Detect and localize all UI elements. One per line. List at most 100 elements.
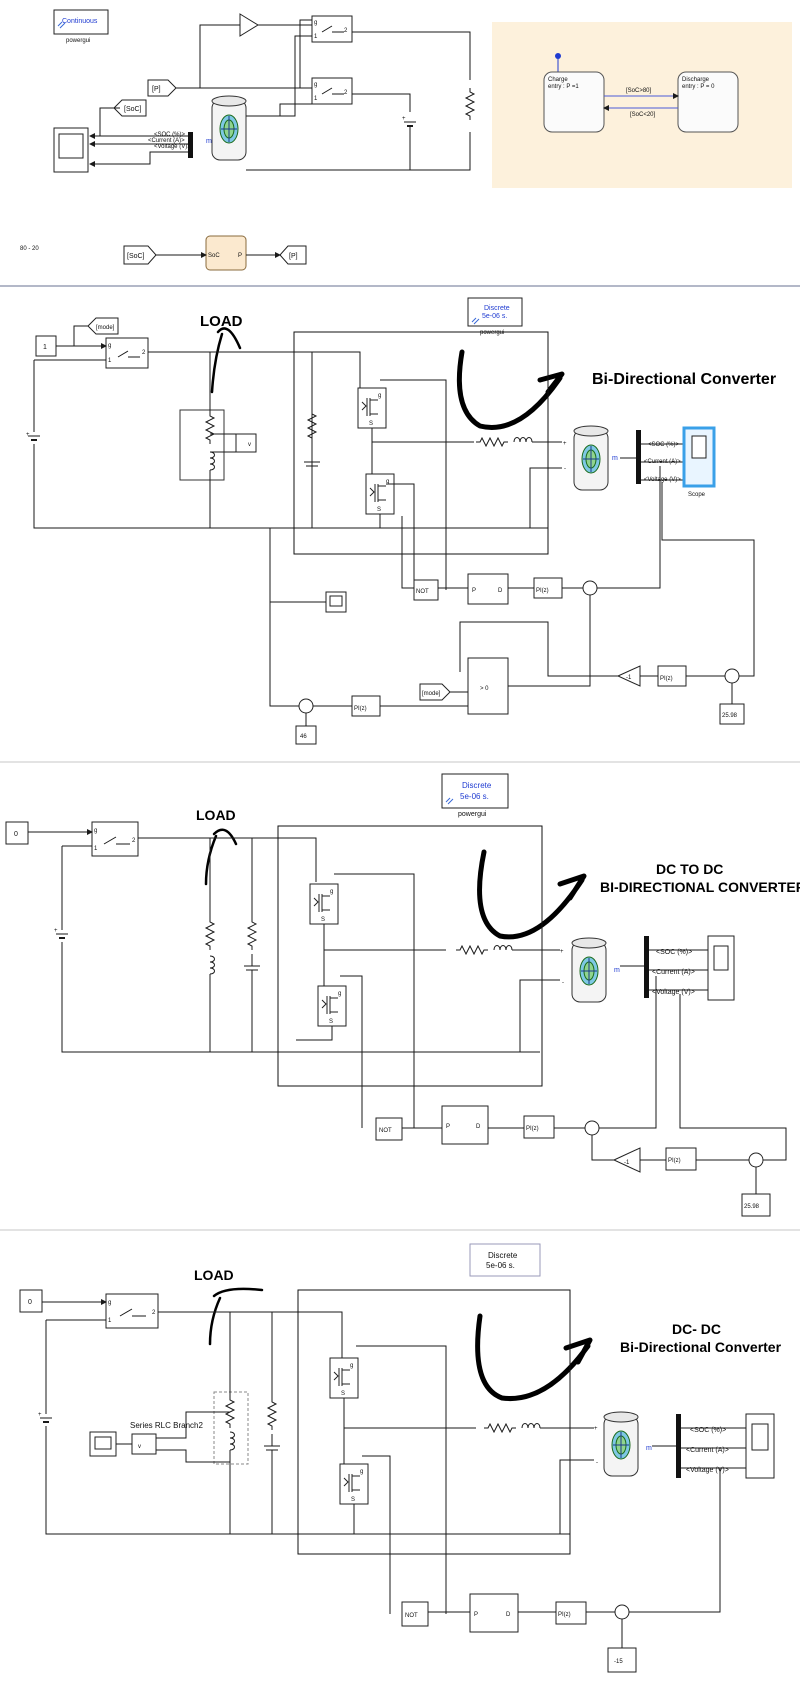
svg-text:m: m: [646, 1445, 652, 1452]
mosfet-lower-2[interactable]: [365, 473, 395, 515]
sum-block-2a[interactable]: [582, 580, 598, 596]
powergui-discrete-block-4[interactable]: Discrete 5e-06 s.: [469, 1243, 541, 1277]
ideal-switch-3[interactable]: g 1 2: [91, 821, 139, 857]
svg-text:-: -: [562, 980, 564, 986]
mosfet-upper-4[interactable]: [329, 1357, 359, 1399]
scope-block-2[interactable]: Scope: [682, 426, 716, 498]
pwm-block-3[interactable]: P D: [441, 1105, 489, 1145]
pi-controller-2b[interactable]: PI(z): [657, 665, 687, 687]
sum-block-3a[interactable]: [584, 1120, 600, 1136]
pi-controller-3a[interactable]: PI(z): [523, 1115, 555, 1139]
svg-text:0: 0: [28, 1299, 32, 1306]
svg-text:+: +: [563, 441, 567, 447]
svg-text:25.98: 25.98: [722, 713, 738, 719]
powergui-discrete-block-3[interactable]: Discrete 5e-06 s. powergui: [441, 773, 509, 818]
sum-block-2c[interactable]: [298, 698, 314, 714]
gain-triangle[interactable]: [239, 13, 259, 37]
bus-selector-1[interactable]: [188, 132, 193, 158]
pi-controller-2c[interactable]: PI(z): [351, 695, 381, 717]
svg-text:1: 1: [108, 358, 112, 364]
from-mode-tag[interactable]: [419, 683, 451, 701]
svg-text:P: P: [238, 253, 242, 259]
svg-text:1: 1: [314, 34, 318, 40]
pwm-block-4[interactable]: P D: [469, 1593, 519, 1633]
ideal-switch-2[interactable]: g 1 2: [105, 337, 149, 369]
not-block-4[interactable]: [401, 1601, 429, 1627]
svg-text:NOT: NOT: [416, 589, 429, 595]
converter-subsystem-box-4: [297, 1289, 571, 1555]
mosfet-lower-3[interactable]: [317, 985, 347, 1027]
svg-text:NOT: NOT: [379, 1128, 392, 1134]
svg-text:g: g: [94, 828, 97, 834]
battery-block-1[interactable]: [211, 95, 247, 161]
svg-text:g: g: [108, 343, 111, 349]
range-label: 80 - 20: [20, 246, 39, 252]
const-0-block-4[interactable]: [19, 1289, 43, 1313]
svg-text:[SoC]: [SoC]: [124, 106, 142, 113]
svg-text:m: m: [612, 455, 618, 462]
scope-block-4b[interactable]: [89, 1431, 117, 1457]
state-discharge[interactable]: Discharge entry : P = 0: [677, 71, 739, 133]
svg-text:<SOC (%)>: <SOC (%)>: [154, 132, 186, 138]
goto-mode-tag[interactable]: [87, 317, 119, 335]
svg-text:1: 1: [94, 846, 98, 852]
not-block-2[interactable]: [413, 579, 439, 601]
sum-block-4[interactable]: [614, 1604, 630, 1620]
switch-gt0-block[interactable]: [467, 657, 509, 715]
svg-text:powergui: powergui: [458, 811, 487, 818]
bus-selector-2[interactable]: [636, 430, 641, 484]
svg-text:5e-06 s.: 5e-06 s.: [460, 792, 489, 801]
panel-4-converter-model: Discrete 5e-06 s. LOAD DC- DC Bi-Directi…: [19, 1243, 782, 1673]
converter-title-4b: Bi-Directional Converter: [620, 1339, 782, 1355]
scope-block-4[interactable]: [745, 1413, 775, 1479]
voltage-measure-2[interactable]: v: [235, 433, 257, 453]
pi-controller-3b[interactable]: PI(z): [665, 1147, 697, 1171]
state-charge[interactable]: Charge entry : P =1: [543, 71, 605, 133]
svg-text:5e-06 s.: 5e-06 s.: [482, 313, 507, 320]
battery-block-2[interactable]: [573, 425, 609, 491]
svg-text:1: 1: [43, 344, 47, 351]
bus-selector-3[interactable]: [644, 936, 649, 998]
svg-text:<Current (A)>: <Current (A)>: [148, 138, 185, 144]
svg-text:Charge: Charge: [548, 77, 568, 83]
voltage-measure-4[interactable]: v: [131, 1433, 157, 1455]
ref-neg15-block-4[interactable]: [607, 1647, 637, 1673]
ideal-switch-4[interactable]: g 1 2: [105, 1293, 159, 1329]
bus-selector-4[interactable]: [676, 1414, 681, 1478]
svg-text:-: -: [596, 1460, 598, 1466]
const-0-block-3[interactable]: [5, 821, 29, 845]
pwm-block-2[interactable]: P D: [467, 573, 509, 605]
sum-block-2b[interactable]: [724, 668, 740, 684]
mosfet-upper-3[interactable]: [309, 883, 339, 925]
load-label-4: LOAD: [194, 1267, 234, 1283]
svg-text:1: 1: [314, 96, 318, 102]
powergui-discrete-block-2[interactable]: Discrete 5e-06 s. powergui: [467, 297, 523, 336]
mosfet-lower-4[interactable]: [339, 1463, 369, 1505]
scope-block-3[interactable]: [707, 935, 735, 1001]
svg-text:<Voltage (V)>: <Voltage (V)>: [652, 989, 695, 996]
svg-text:2: 2: [344, 28, 348, 34]
powergui-continuous-block[interactable]: Continuous powergui: [53, 9, 109, 44]
svg-text:D: D: [476, 1124, 481, 1130]
ideal-switch-mid[interactable]: g 1 2: [311, 77, 353, 105]
svg-text:powergui: powergui: [480, 330, 504, 336]
from-soc-tag[interactable]: [123, 245, 157, 265]
ideal-switch-top[interactable]: g 1 2: [311, 15, 353, 43]
not-block-3[interactable]: [375, 1117, 403, 1141]
scope-block-1[interactable]: [53, 127, 89, 173]
goto-p2-tag[interactable]: [279, 245, 307, 265]
stateflow-chart-block[interactable]: SoC P: [205, 235, 247, 271]
mosfet-upper-2[interactable]: [357, 387, 387, 429]
goto-p-tag[interactable]: [147, 79, 177, 97]
svg-text:<SOC (%)>: <SOC (%)>: [690, 1427, 726, 1434]
svg-text:Discrete: Discrete: [484, 305, 510, 312]
svg-text:<Current (A)>: <Current (A)>: [686, 1447, 729, 1454]
pi-controller-2a[interactable]: PI(z): [533, 577, 563, 599]
svg-text:PI(z): PI(z): [354, 706, 367, 712]
svg-text:v: v: [248, 442, 251, 448]
battery-block-4[interactable]: [603, 1411, 639, 1477]
battery-block-3[interactable]: [571, 937, 607, 1003]
sum-block-3b[interactable]: [748, 1152, 764, 1168]
pi-controller-4[interactable]: PI(z): [555, 1601, 587, 1625]
svg-text:<Voltage (V)>: <Voltage (V)>: [154, 144, 191, 150]
